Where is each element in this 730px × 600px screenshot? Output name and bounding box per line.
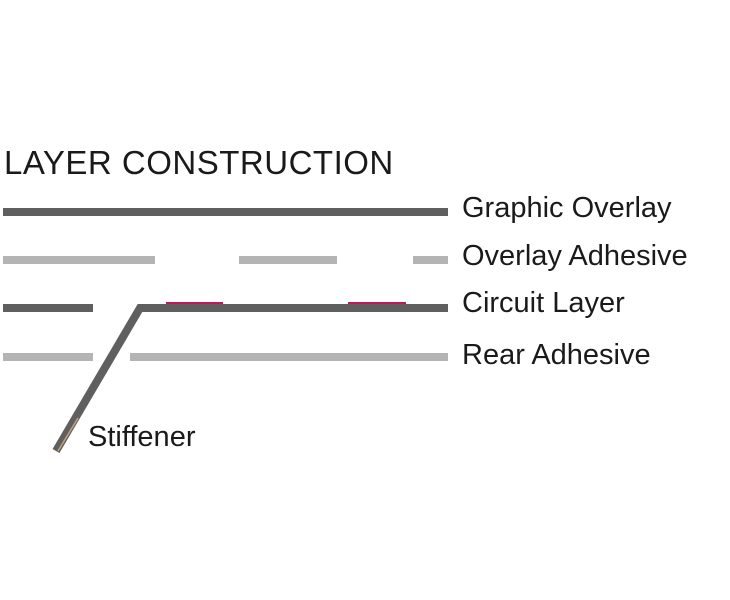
circuit-layer-tail xyxy=(52,304,448,454)
stiffener-label: Stiffener xyxy=(88,421,196,453)
rear-adhesive-label: Rear Adhesive xyxy=(462,339,651,371)
stiffener-mark xyxy=(57,417,79,452)
circuit-layer-label: Circuit Layer xyxy=(462,287,625,319)
diagram-title: LAYER CONSTRUCTION xyxy=(4,144,394,181)
graphic-overlay-label: Graphic Overlay xyxy=(462,192,672,224)
overlay-adhesive-label: Overlay Adhesive xyxy=(462,240,688,272)
